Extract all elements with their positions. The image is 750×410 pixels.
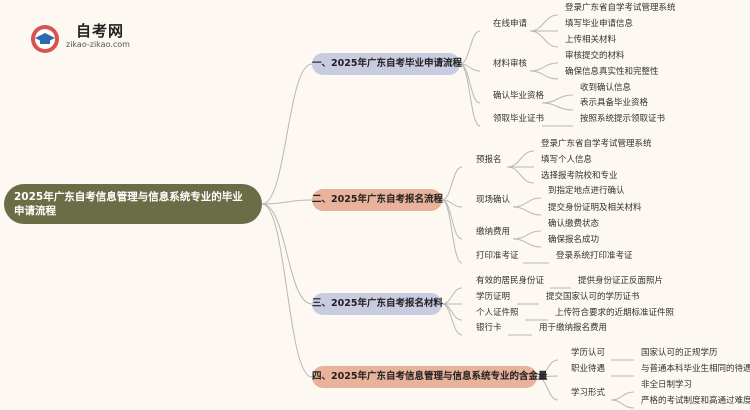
b3-to-child-3 — [441, 303, 463, 321]
b1-c2-item-2: 确保信息真实性和完整性 — [565, 67, 659, 77]
b2-to-child-4 — [441, 199, 463, 264]
item-connector-5-0 — [512, 197, 542, 208]
item-connector-1-0 — [529, 62, 559, 72]
root-to-branch-1 — [261, 63, 313, 205]
b1-c4-item-1: 按照系统提示领取证书 — [580, 114, 666, 124]
b4-to-child-3 — [536, 376, 559, 401]
root-to-branch-3 — [261, 203, 313, 305]
root-topic: 2025年广东自考信息管理与信息系统专业的毕业申请流程 — [4, 184, 262, 224]
b3-c1-item-1: 提供身份证正反面照片 — [578, 276, 664, 286]
b4-child-3: 学习形式 — [571, 388, 606, 398]
branch-1: 一、2025年广东自考毕业申请流程 — [312, 53, 462, 75]
item-connector-6-1 — [512, 238, 542, 248]
b3-c2-item-1: 提交国家认可的学历证书 — [546, 292, 640, 302]
b2-child-4: 打印准考证 — [476, 251, 519, 261]
b4-c3-item-1: 非全日制学习 — [641, 380, 693, 390]
b2-c1-item-1: 登录广东省自学考试管理系统 — [541, 139, 652, 149]
item-connector-2-0 — [541, 94, 574, 104]
b1-c3-item-1: 收到确认信息 — [580, 83, 632, 93]
b4-c2-item-1: 与普通本科毕业生相同的待遇 — [641, 364, 750, 374]
b3-child-2: 学历证明 — [476, 292, 511, 302]
b2-child-2: 现场确认 — [476, 195, 511, 205]
logo-url: zikao-zikao.com — [66, 40, 130, 49]
b1-child-1: 在线申请 — [493, 19, 528, 29]
b1-to-child-4 — [459, 63, 481, 127]
branch-4: 四、2025年广东自考信息管理与信息系统专业的含金量 — [312, 366, 547, 388]
b3-to-child-1 — [441, 287, 463, 305]
b1-c1-item-3: 上传相关材料 — [565, 35, 617, 45]
root-to-branch-2 — [261, 199, 313, 205]
item-connector-0-0 — [529, 14, 559, 32]
site-logo[interactable]: 自考网 zikao-zikao.com — [30, 18, 150, 58]
b2-c1-item-2: 填写个人信息 — [541, 155, 593, 165]
branch-2: 二、2025年广东自考报名流程 — [312, 189, 443, 211]
b3-c4-item-1: 用于缴纳报名费用 — [539, 323, 608, 333]
item-connector-14-0 — [610, 391, 635, 401]
b3-to-child-4 — [441, 303, 463, 336]
item-connector-2-1 — [541, 102, 574, 111]
b1-child-4: 领取毕业证书 — [493, 114, 545, 124]
b1-to-child-1 — [459, 30, 481, 65]
b3-c3-item-1: 上传符合要求的近期标准证件照 — [555, 308, 675, 318]
b1-c1-item-1: 登录广东省自学考试管理系统 — [565, 3, 676, 13]
b2-c4-item-1: 登录系统打印准考证 — [556, 251, 633, 261]
item-connector-4-0 — [506, 150, 535, 168]
item-connector-5-1 — [512, 206, 542, 216]
b3-child-4: 银行卡 — [476, 323, 502, 333]
b1-c2-item-1: 审核提交的材料 — [565, 51, 625, 61]
b2-c3-item-2: 确保报名成功 — [548, 235, 600, 245]
item-connector-1-1 — [529, 70, 559, 80]
root-to-branch-4 — [261, 203, 313, 378]
b4-c1-item-1: 国家认可的正规学历 — [641, 348, 718, 358]
b2-c1-item-3: 选择报考院校和专业 — [541, 171, 618, 181]
b2-child-3: 缴纳费用 — [476, 227, 511, 237]
b4-c3-item-2: 严格的考试制度和高通过难度 — [641, 396, 750, 406]
b1-c3-item-2: 表示具备毕业资格 — [580, 98, 649, 108]
b3-child-3: 个人证件照 — [476, 308, 519, 318]
branch-3: 三、2025年广东自考报名材料 — [312, 293, 443, 315]
b4-child-1: 学历认可 — [571, 348, 606, 358]
item-connector-0-2 — [529, 30, 559, 48]
b3-child-1: 有效的居民身份证 — [476, 276, 545, 286]
item-connector-14-1 — [610, 399, 635, 409]
logo-name: 自考网 — [76, 22, 125, 40]
b1-child-3: 确认毕业资格 — [493, 91, 545, 101]
item-connector-4-2 — [506, 166, 535, 184]
b2-c3-item-1: 确认缴费状态 — [548, 219, 600, 229]
b2-c2-item-1: 到指定地点进行确认 — [548, 186, 625, 196]
b2-to-child-1 — [441, 166, 463, 201]
b1-child-2: 材料审核 — [493, 59, 528, 69]
b1-c1-item-2: 填写毕业申请信息 — [565, 19, 634, 29]
graduation-cap-icon — [31, 25, 59, 53]
b2-c2-item-2: 提交身份证明及相关材料 — [548, 203, 642, 213]
b2-child-1: 预报名 — [476, 155, 502, 165]
b4-child-2: 职业待遇 — [571, 364, 606, 374]
item-connector-6-0 — [512, 230, 542, 240]
